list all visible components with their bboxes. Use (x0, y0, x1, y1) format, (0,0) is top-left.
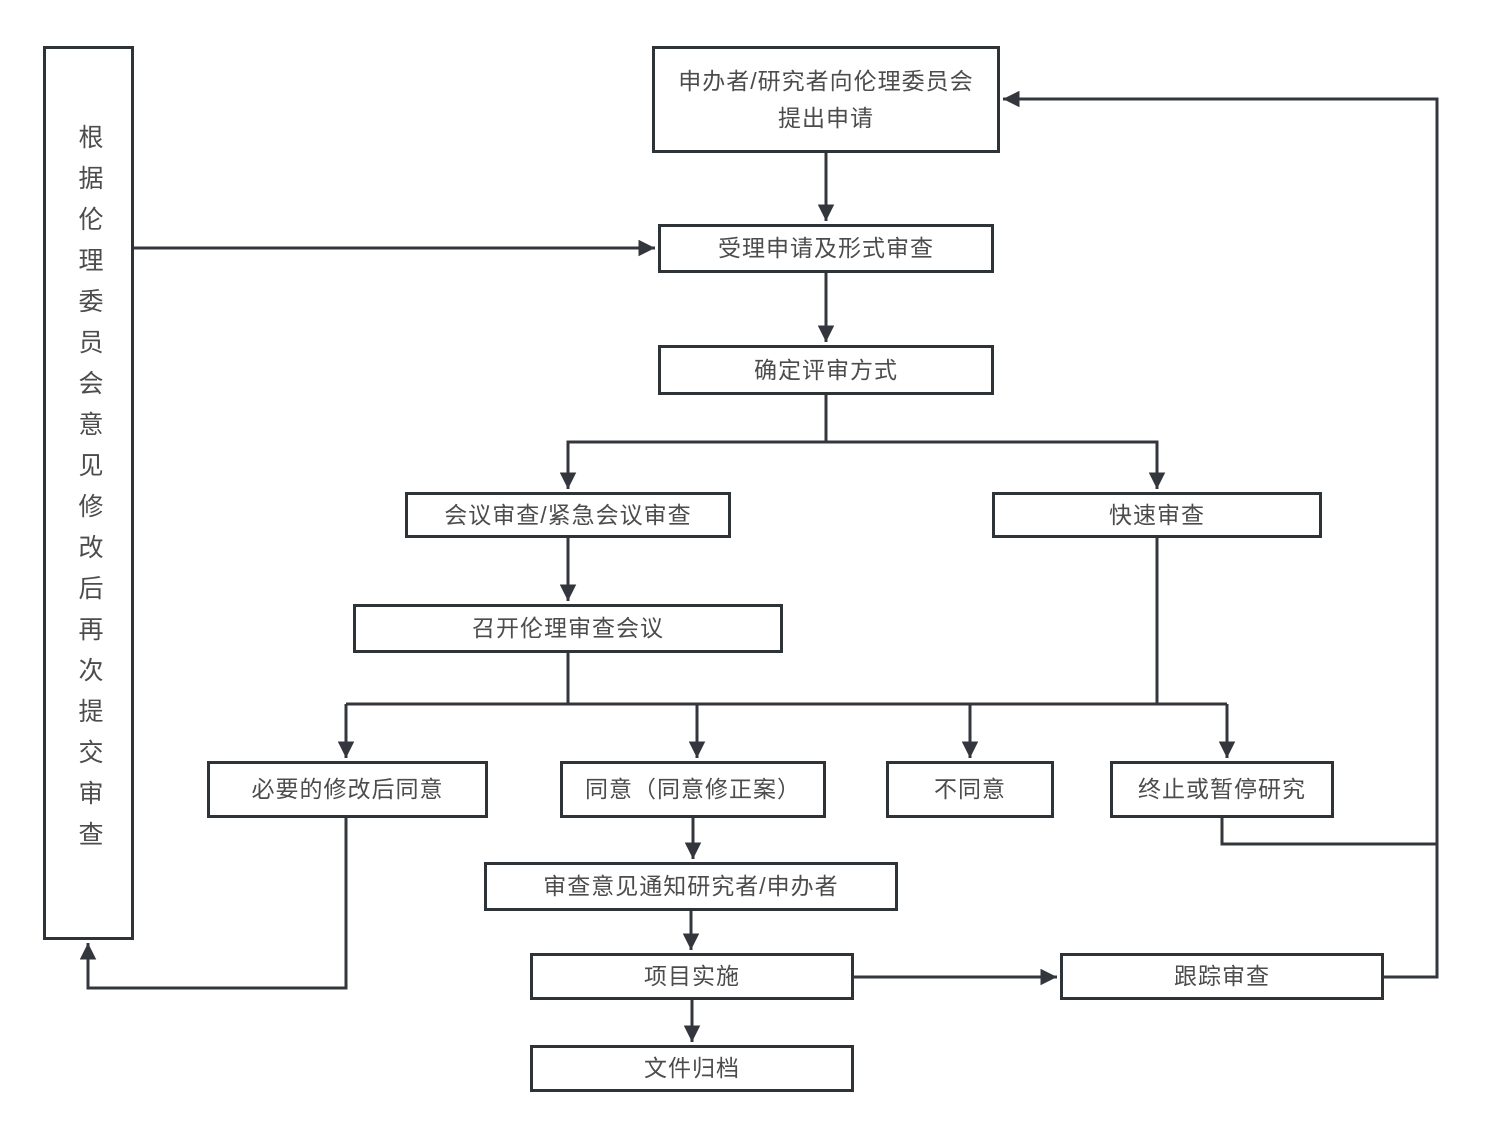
node-method: 确定评审方式 (658, 345, 994, 395)
connector-terminate-join (1220, 818, 1437, 846)
node-resubmit-note: 根据伦理委员会意见修改后再次提交审查 (43, 46, 134, 940)
connector-follow-up-to-apply (1003, 90, 1439, 979)
node-implement: 项目实施 (530, 953, 854, 1000)
node-accept: 受理申请及形式审查 (658, 224, 994, 273)
node-archive: 文件归档 (530, 1045, 854, 1092)
node-follow-up: 跟踪审查 (1060, 953, 1384, 1000)
connector-method-to-meeting-review (559, 440, 826, 489)
node-fast-review: 快速审查 (992, 492, 1322, 538)
node-notify: 审查意见通知研究者/申办者 (484, 862, 898, 911)
node-disapprove: 不同意 (886, 761, 1054, 818)
node-approve: 同意（同意修正案） (560, 761, 826, 818)
node-meeting-review: 会议审查/紧急会议审查 (405, 492, 731, 538)
node-apply: 申办者/研究者向伦理委员会提出申请 (652, 46, 1000, 153)
node-approve-after-mod: 必要的修改后同意 (207, 761, 488, 818)
connector-approve-after-mod-to-resubmit (79, 818, 348, 990)
connector-method-to-fast-review (826, 440, 1166, 489)
node-hold-meeting: 召开伦理审查会议 (353, 604, 783, 653)
node-terminate: 终止或暂停研究 (1110, 761, 1334, 818)
